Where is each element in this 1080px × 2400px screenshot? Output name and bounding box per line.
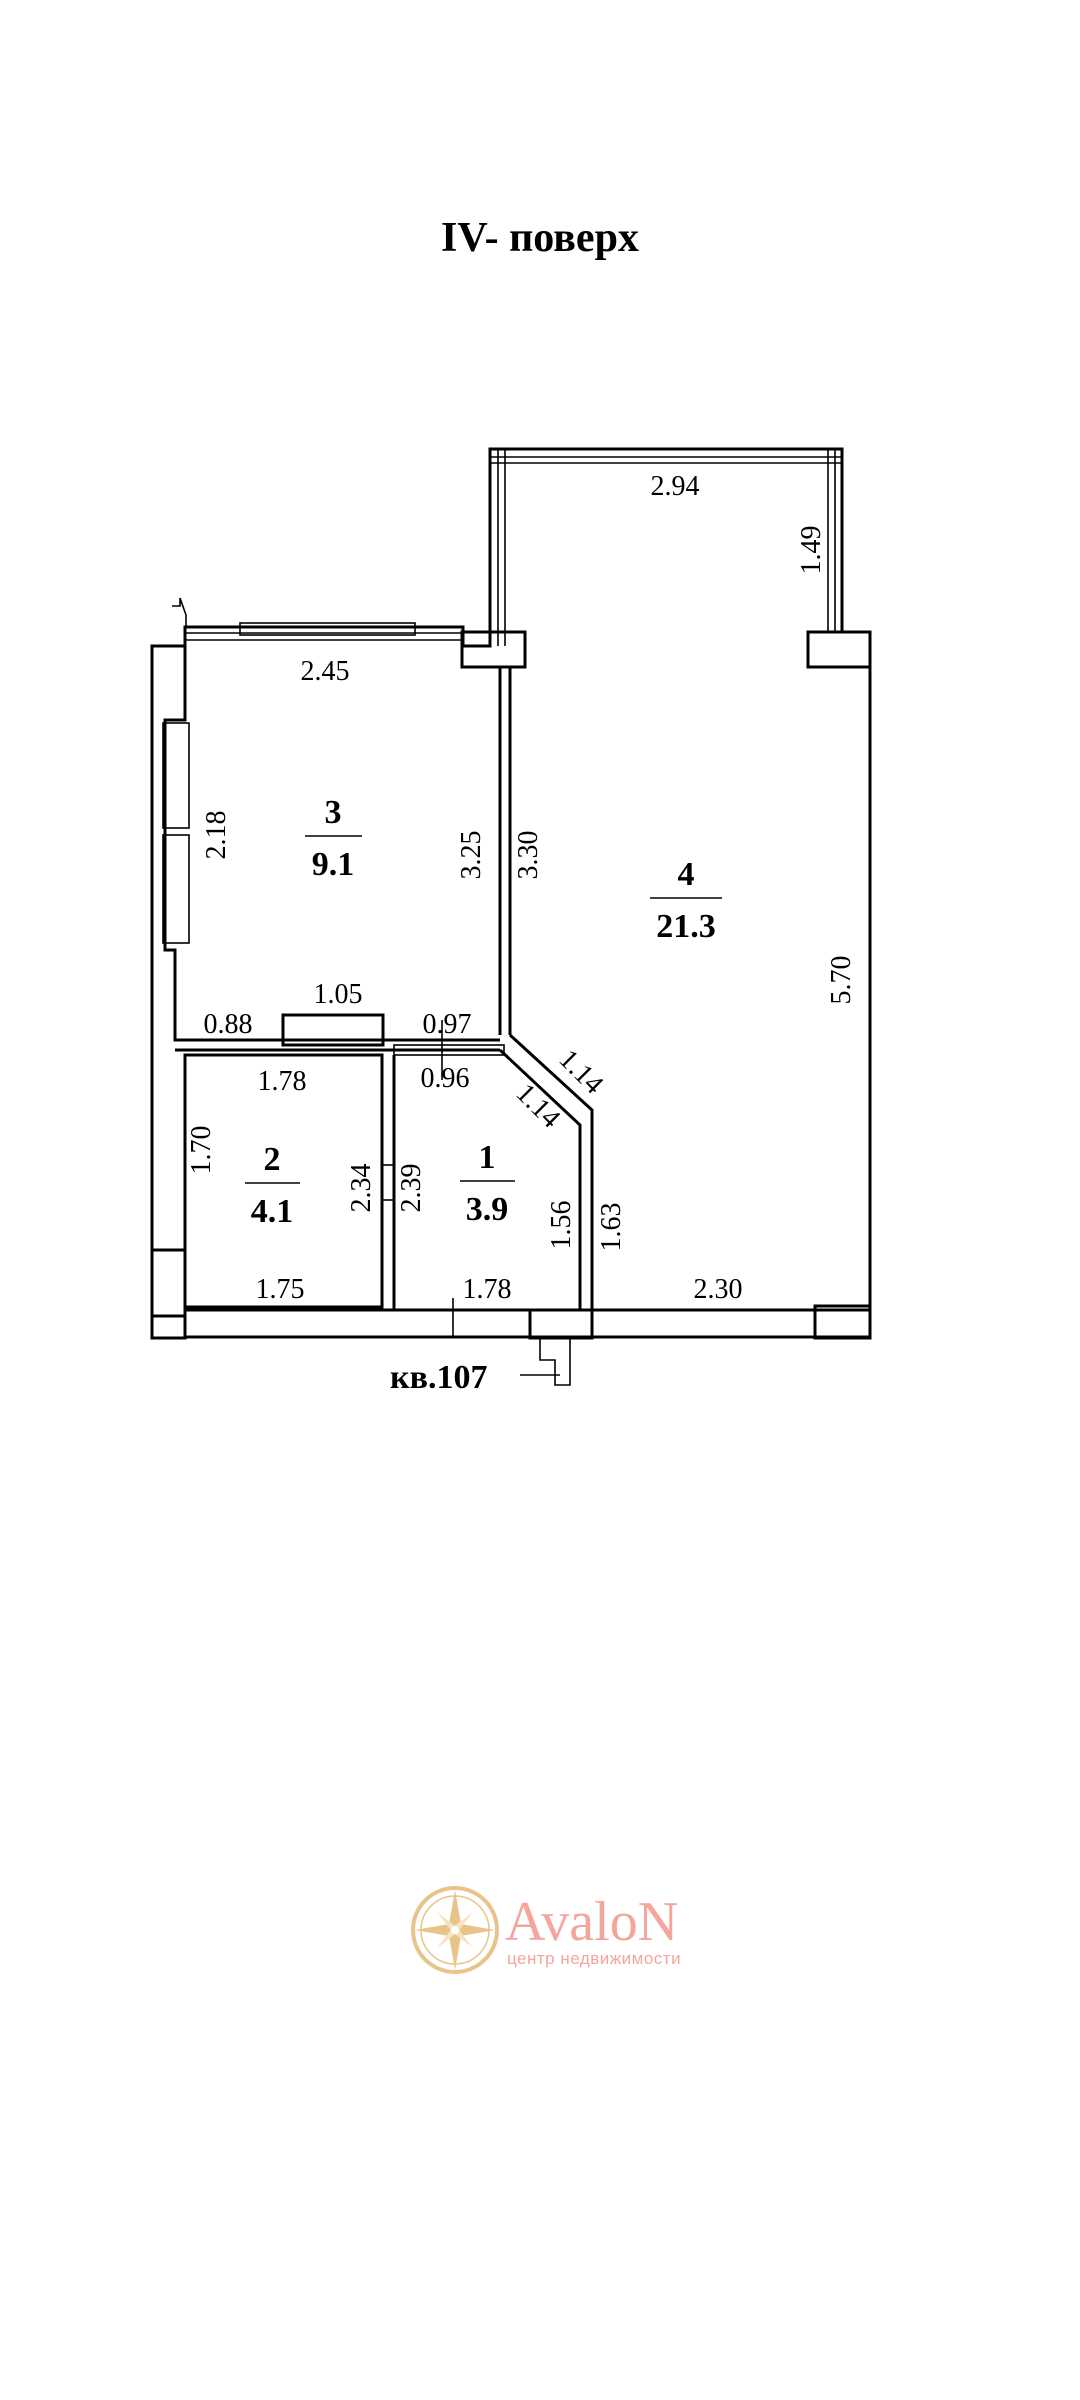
room-label-2: 2 4.1 bbox=[245, 1141, 300, 1230]
company-logo: AvaloN центр недвижимости bbox=[411, 1886, 681, 1974]
dim-5-70: 5.70 bbox=[826, 956, 857, 1005]
dim-2-45: 2.45 bbox=[301, 656, 350, 687]
dim-1-70: 1.70 bbox=[186, 1126, 217, 1175]
room-label-3: 3 9.1 bbox=[305, 794, 362, 883]
dim-1-14-a: 1.14 bbox=[553, 1044, 610, 1101]
dim-1-78-bottom: 1.78 bbox=[463, 1274, 512, 1305]
room-label-1: 1 3.9 bbox=[460, 1139, 515, 1228]
walls bbox=[150, 447, 872, 1386]
dim-0-97: 0.97 bbox=[423, 1009, 472, 1040]
floor-title: IV- поверх bbox=[441, 215, 639, 261]
logo-name: AvaloN bbox=[505, 1891, 678, 1953]
dim-2-94: 2.94 bbox=[651, 471, 700, 502]
dim-2-30: 2.30 bbox=[694, 1274, 743, 1305]
dim-2-34: 2.34 bbox=[346, 1164, 377, 1213]
compass-star-icon bbox=[411, 1886, 499, 1974]
dimension-labels: 2.94 1.49 2.45 2.18 3.25 3.30 5.70 0.88 … bbox=[186, 471, 857, 1305]
room-number: 3 bbox=[325, 794, 342, 831]
room-label-4: 4 21.3 bbox=[650, 856, 722, 945]
dim-0-96: 0.96 bbox=[421, 1063, 470, 1094]
dim-1-75: 1.75 bbox=[256, 1274, 305, 1305]
dim-1-56: 1.56 bbox=[546, 1201, 577, 1250]
room-area: 21.3 bbox=[656, 908, 716, 945]
room-area: 3.9 bbox=[466, 1191, 509, 1228]
room-area: 9.1 bbox=[312, 846, 355, 883]
dim-1-14-b: 1.14 bbox=[510, 1078, 567, 1135]
dim-0-88: 0.88 bbox=[204, 1009, 253, 1040]
dim-1-05: 1.05 bbox=[314, 979, 363, 1010]
dim-3-25: 3.25 bbox=[456, 831, 487, 880]
room-number: 1 bbox=[479, 1139, 496, 1176]
room-area: 4.1 bbox=[251, 1193, 294, 1230]
dim-1-63: 1.63 bbox=[596, 1203, 627, 1252]
dim-1-78-top: 1.78 bbox=[258, 1066, 307, 1097]
dim-1-49: 1.49 bbox=[796, 526, 827, 575]
room-number: 2 bbox=[264, 1141, 281, 1178]
dim-3-30: 3.30 bbox=[513, 831, 544, 880]
room-number: 4 bbox=[678, 856, 695, 893]
logo-subtitle: центр недвижимости bbox=[507, 1949, 681, 1968]
dim-2-39: 2.39 bbox=[396, 1164, 427, 1213]
apartment-label: кв.107 bbox=[390, 1359, 487, 1396]
dim-2-18: 2.18 bbox=[201, 811, 232, 860]
